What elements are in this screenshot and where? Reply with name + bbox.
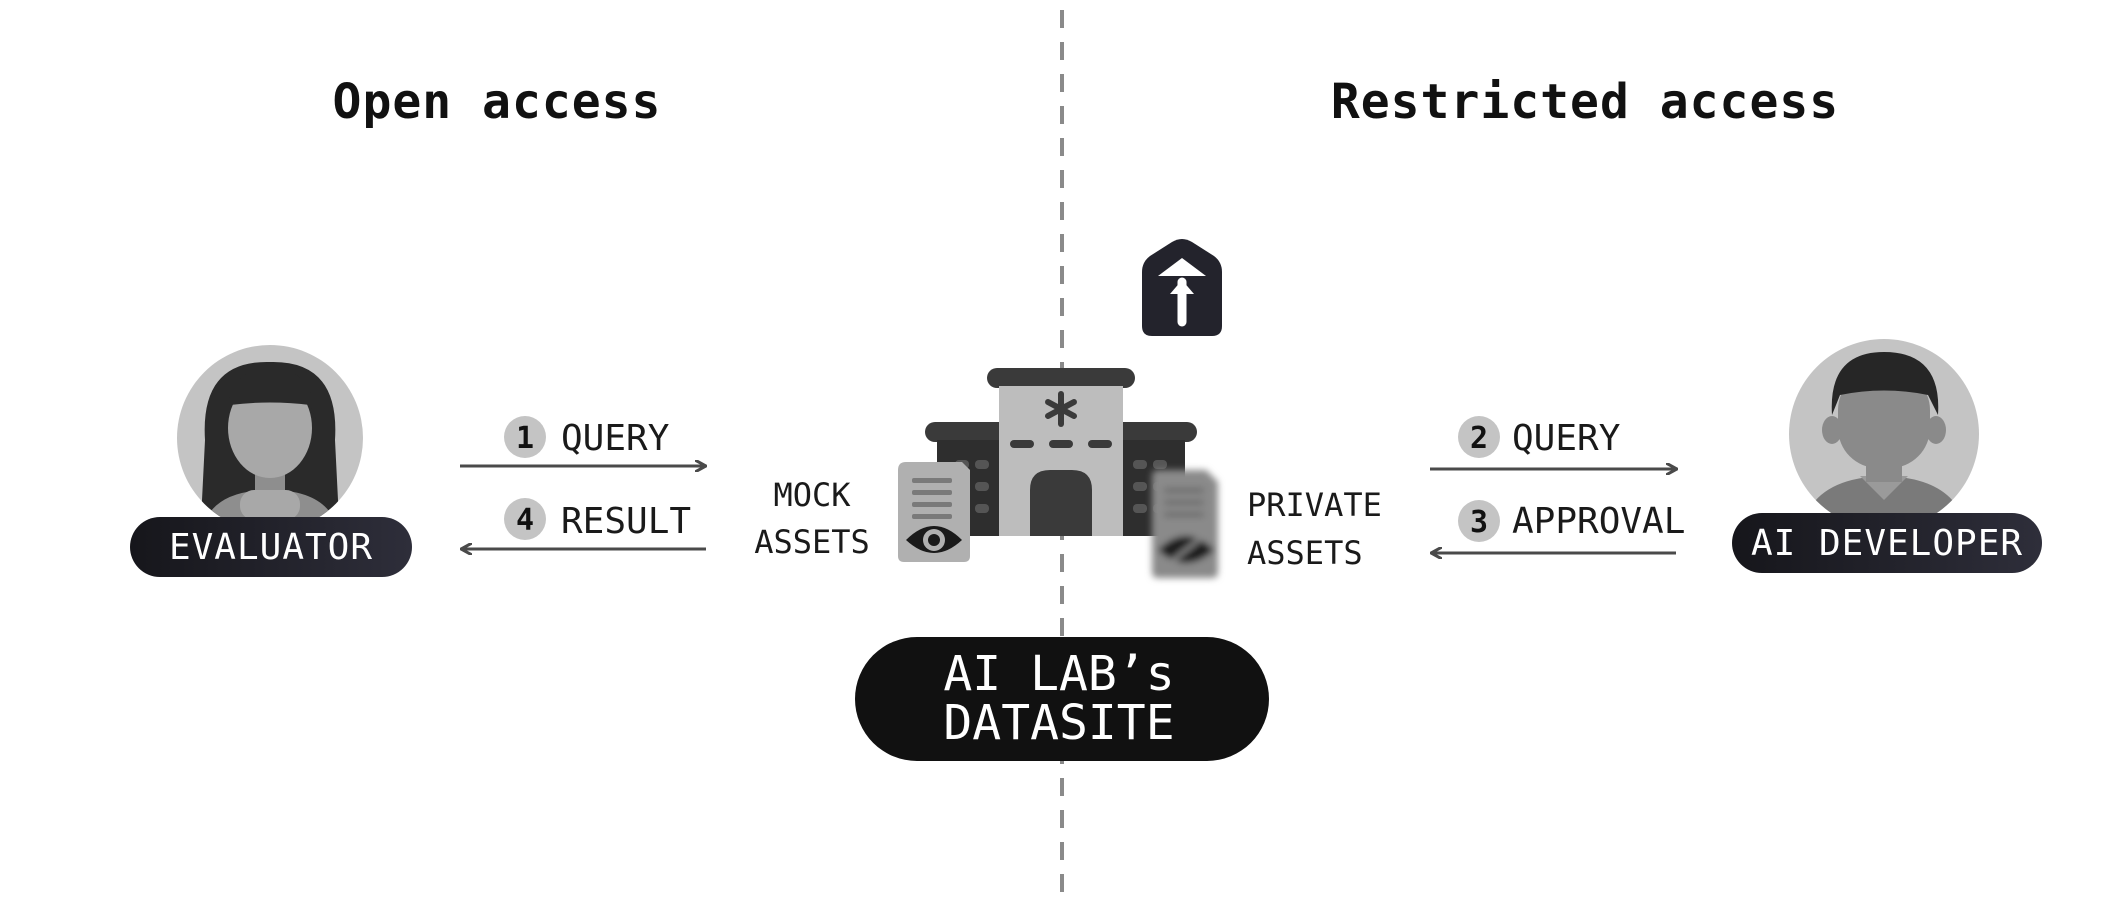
svg-text:4: 4 (516, 503, 534, 538)
restricted-access-title: Restricted access (1331, 74, 1839, 130)
svg-text:1: 1 (516, 421, 534, 456)
ai-developer-label: AI DEVELOPER (1751, 523, 2023, 564)
evaluator-label-pill: EVALUATOR (130, 517, 412, 577)
svg-text:QUERY: QUERY (1512, 418, 1621, 459)
evaluator-label: EVALUATOR (169, 527, 373, 568)
private-document-icon (1152, 470, 1218, 578)
datasite-label-pill: AI LAB’s DATASITE (855, 637, 1269, 761)
mock-assets-label-line1: MOCK (773, 476, 851, 514)
open-access-title: Open access (333, 74, 662, 130)
mock-assets-label-line2: ASSETS (754, 523, 870, 561)
private-assets-label-line2: ASSETS (1247, 534, 1363, 572)
mock-document-icon (898, 462, 970, 562)
datasite-line1: AI LAB’s (943, 646, 1174, 702)
svg-text:2: 2 (1470, 421, 1488, 456)
lock-icon (1142, 239, 1222, 336)
private-assets-label-line1: PRIVATE (1247, 486, 1382, 524)
ai-developer-label-pill: AI DEVELOPER (1732, 513, 2042, 573)
step-1-query: 1 QUERY (460, 416, 705, 466)
building-icon (925, 368, 1197, 536)
step-2-query: 2 QUERY (1430, 416, 1676, 469)
evaluator-avatar (177, 345, 363, 531)
svg-text:3: 3 (1470, 505, 1488, 540)
svg-text:QUERY: QUERY (561, 418, 670, 459)
step-4-result: 4 RESULT (462, 498, 706, 549)
eye-icon (906, 526, 962, 553)
datasite-line2: DATASITE (943, 695, 1174, 751)
ai-developer-avatar (1789, 339, 1979, 529)
svg-text:RESULT: RESULT (561, 501, 691, 542)
step-3-approval: 3 APPROVAL (1432, 500, 1685, 553)
svg-text:APPROVAL: APPROVAL (1512, 501, 1685, 542)
eye-slash-icon (1158, 532, 1214, 568)
